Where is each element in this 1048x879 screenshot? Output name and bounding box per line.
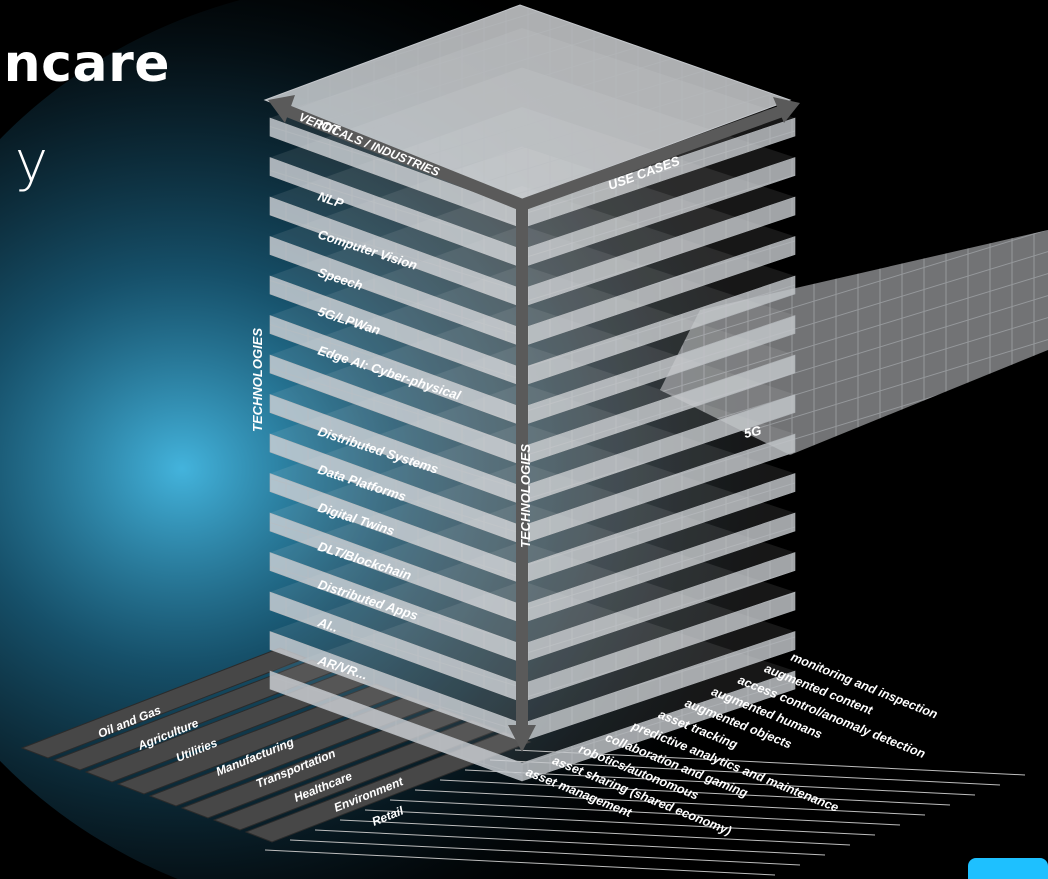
layer-right-grid — [522, 552, 795, 663]
use-case-line — [264, 849, 776, 876]
use-case-line — [489, 759, 1001, 786]
page-title: ncare — [3, 34, 170, 94]
use-case-line — [289, 839, 801, 866]
use-case-line — [339, 819, 851, 846]
tech-layer — [269, 265, 796, 466]
tech-layer — [269, 581, 796, 782]
layer-right-grid — [522, 473, 795, 584]
layer-right-grid — [522, 434, 795, 544]
technology-layers — [269, 28, 796, 782]
layer-left-grid — [270, 394, 522, 505]
layer-right-grid — [522, 276, 795, 386]
tech-layer — [269, 541, 796, 742]
layer-left-grid — [270, 513, 522, 623]
page-subtitle: y — [14, 130, 48, 195]
layer-right-grid — [522, 394, 795, 505]
layer-top-sheet — [270, 146, 795, 329]
layer-left-grid — [270, 236, 522, 347]
slab-label: 5G — [743, 423, 763, 441]
layer-top-sheet — [270, 462, 795, 645]
tech-layer — [269, 423, 796, 624]
layer-left-grid — [270, 355, 522, 465]
layer-left-grid — [270, 434, 522, 544]
layer-left-grid — [270, 197, 522, 307]
use-case-lines — [264, 749, 1026, 876]
tech-layer — [269, 186, 796, 387]
tech-layer — [269, 462, 796, 663]
floor-slab-grid — [660, 230, 1048, 455]
layer-top-sheet — [270, 344, 795, 526]
layer-left-grid — [270, 592, 522, 702]
layer-top-sheet — [270, 265, 795, 447]
use-cases-arrow-shaft — [519, 104, 788, 211]
verticals-arrow-head — [268, 95, 295, 123]
layer-right-grid — [522, 236, 795, 347]
layer-left-grid — [270, 671, 522, 781]
layer-top-sheet — [270, 186, 795, 368]
technology-label: IOT — [316, 117, 342, 138]
layer-top-sheet — [270, 541, 795, 724]
tech-layer — [269, 344, 796, 545]
vertical-label: Retail — [370, 803, 406, 828]
use-cases-arrow-head — [773, 97, 800, 123]
layer-right-grid — [522, 513, 795, 623]
technologies-center-label: TECHNOLOGIES — [518, 444, 533, 548]
use-case-line — [314, 829, 826, 856]
tech-layer — [269, 502, 796, 703]
tech-layer — [269, 225, 796, 426]
technologies-arrow-head — [508, 725, 536, 752]
technology-label: AI.. — [315, 614, 340, 635]
use-case-line — [439, 779, 951, 806]
layer-right-grid — [522, 157, 795, 268]
layer-left-grid — [270, 118, 522, 228]
layer-left-grid — [270, 157, 522, 268]
layer-right-grid — [522, 592, 795, 702]
layer-right-grid — [522, 118, 795, 228]
use-case-line — [414, 789, 926, 816]
use-case-line — [364, 809, 876, 836]
tech-layer — [269, 383, 796, 584]
layer-top-sheet — [270, 423, 795, 605]
layer-left-grid — [270, 631, 522, 742]
tech-layer — [269, 304, 796, 505]
layer-left-grid — [270, 552, 522, 663]
layer-top-sheet — [270, 225, 795, 408]
layer-left-grid — [270, 473, 522, 584]
layer-top-sheet — [270, 304, 795, 487]
layer-right-grid — [522, 197, 795, 307]
tech-layer — [269, 146, 796, 347]
layer-top-sheet — [270, 502, 795, 684]
layer-right-grid — [522, 631, 795, 742]
use-case-line — [389, 799, 901, 826]
layer-top-sheet — [270, 383, 795, 566]
layer-right-grid — [522, 315, 795, 426]
verticals-arrow-shaft — [282, 104, 525, 211]
layer-left-grid — [270, 276, 522, 386]
technologies-left-label: TECHNOLOGIES — [250, 328, 265, 432]
use-case-line — [464, 769, 976, 796]
layer-left-grid — [270, 315, 522, 426]
layer-right-grid — [522, 355, 795, 465]
layer-top-sheet — [270, 581, 795, 763]
logo-mark — [968, 858, 1048, 879]
layer-right-grid — [522, 671, 795, 781]
